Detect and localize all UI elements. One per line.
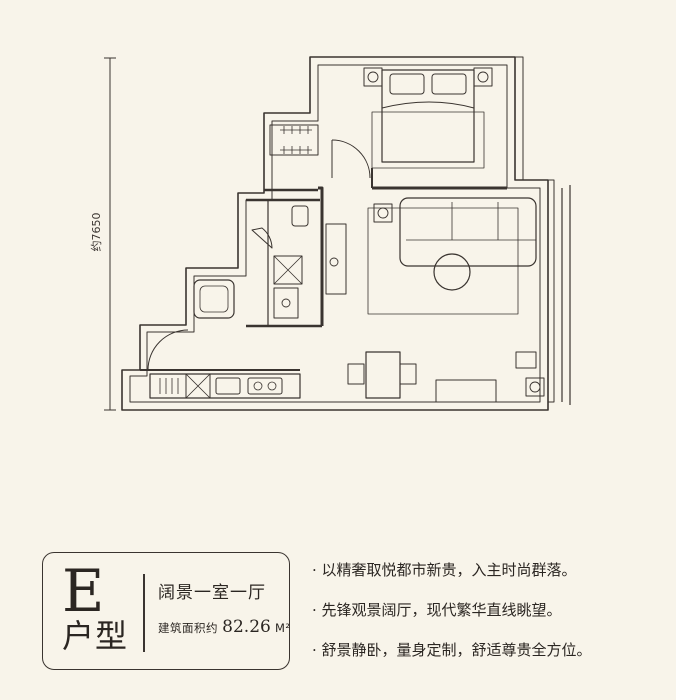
area-unit: M² [274,621,291,635]
toilet [291,205,309,227]
area-value: 82.26 [222,617,271,637]
nightstand-left [363,67,383,87]
stove [247,377,283,395]
dining-chair-left [347,363,365,385]
inner-wall [129,64,541,403]
feature-item: · 以精奢取悦都市新贵，入主时尚群落。 [312,561,577,579]
dimension-label: 约7650 [90,213,103,252]
side-table [373,203,393,223]
outer-wall [121,56,549,411]
bathtub [193,279,235,319]
bath-wall [246,198,322,328]
low-cabinet [435,379,497,403]
living-rug [367,207,519,315]
feature-list: · 以精奢取悦都市新贵，入主时尚群落。 · 先锋观景阔厅，现代繁华直线眺望。 ·… [312,560,592,680]
tv-cabinet [325,223,347,295]
kitchen-counter [149,373,301,399]
dining-chair-right [399,363,417,385]
unit-letter: E [62,557,105,625]
unit-type-label: 户型 [62,617,129,655]
unit-tagline: 阔景一室一厅 [158,583,266,603]
unit-label-box [42,552,290,670]
dining-table [365,351,401,399]
entry-door [147,329,189,371]
fridge [185,373,211,399]
feature-item: · 先锋观景阔厅，现代繁华直线眺望。 [312,601,562,619]
window-right [514,56,524,181]
label-divider [143,574,145,652]
sofa [399,197,537,267]
bed [381,69,475,163]
nightstand-right [473,67,493,87]
kitchen-sink [215,377,241,395]
area-prefix: 建筑面积约 [158,621,218,635]
corridor-wall [318,186,324,326]
feature-item: · 舒景静卧，量身定制，舒适尊贵全方位。 [312,641,592,659]
closet [269,124,319,156]
floor-plan: 约7650 [90,56,571,411]
bed-rug [371,111,485,169]
coffee-table [433,253,471,291]
shower [273,255,303,285]
area-line: 建筑面积约 82.26 M² [158,617,291,637]
sink [273,287,299,319]
bedroom-door [331,139,371,179]
